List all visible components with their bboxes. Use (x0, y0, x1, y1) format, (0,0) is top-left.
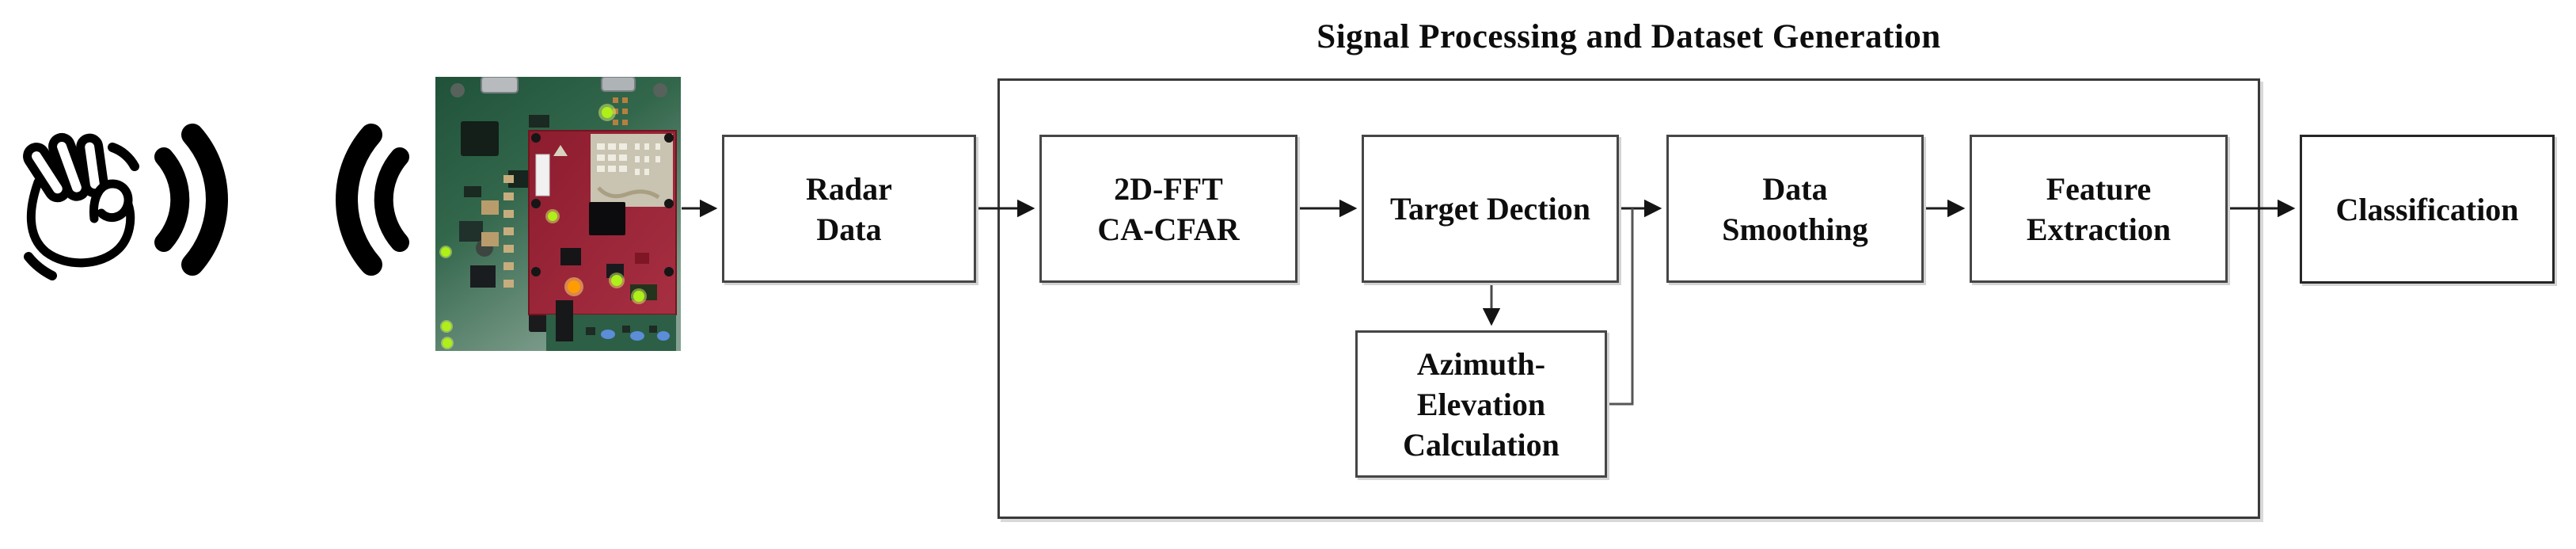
node-label: 2D-FFT CA-CFAR (1097, 170, 1240, 247)
node-label: Data Smoothing (1722, 170, 1868, 247)
node-label: Classification (2335, 191, 2519, 227)
node-azimuth-elevation-calculation: Azimuth- Elevation Calculation (1355, 330, 1607, 478)
node-data-smoothing: Data Smoothing (1666, 135, 1924, 283)
node-label: Radar Data (806, 170, 892, 247)
node-target-detection: Target Dection (1362, 135, 1619, 283)
node-label: Target Dection (1390, 191, 1590, 227)
node-2dfft-cacfar: 2D-FFT CA-CFAR (1039, 135, 1297, 283)
signal-processing-group-box (997, 78, 2260, 519)
node-classification: Classification (2300, 135, 2555, 284)
node-feature-extraction: Feature Extraction (1970, 135, 2228, 283)
radar-board-image (435, 77, 681, 351)
radar-wave-incoming-icon (336, 124, 409, 276)
waving-hand-icon (23, 132, 139, 280)
node-radar-data: Radar Data (722, 135, 976, 283)
radar-wave-outgoing-icon (154, 124, 228, 276)
node-label: Azimuth- Elevation Calculation (1403, 345, 1560, 463)
group-title: Signal Processing and Dataset Generation (1316, 17, 1941, 55)
node-label: Feature Extraction (2026, 170, 2171, 247)
